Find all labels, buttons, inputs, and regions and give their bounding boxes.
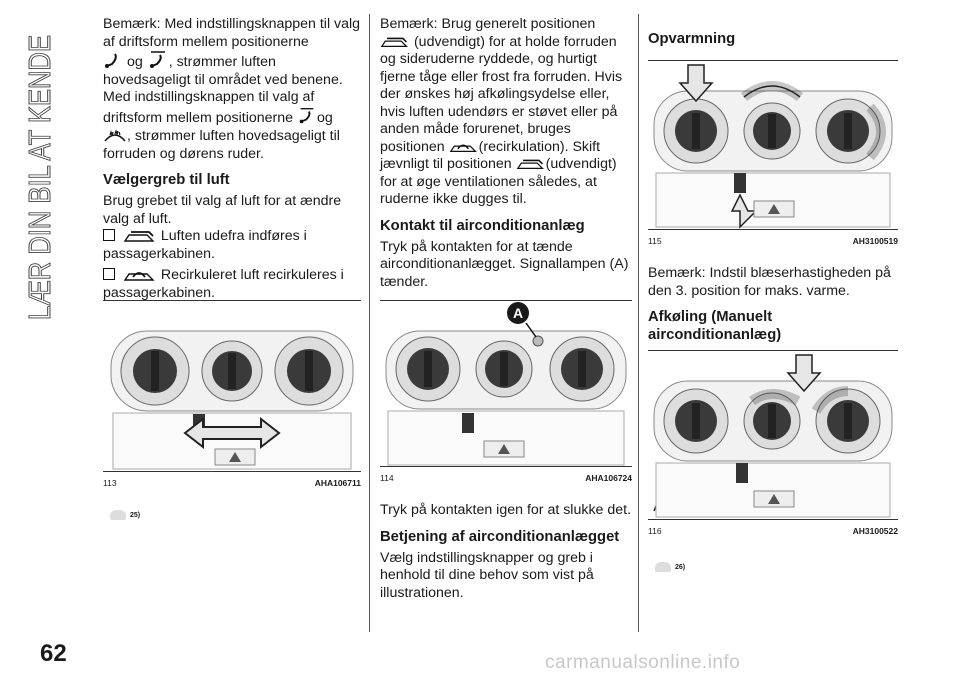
feet-vent-icon [105, 53, 117, 68]
figure-number: 115 [648, 236, 662, 246]
figure-code: AH3100522 [852, 526, 898, 536]
side-section-title: LÆR DIN BIL AT KENDE [18, 30, 62, 321]
section-heading: Afkøling (Manuelt airconditionanlæg) [648, 309, 782, 343]
warning-icon [110, 510, 126, 520]
callout-a: A [513, 305, 523, 321]
recirculation-icon [449, 143, 477, 152]
paragraph: Bemærk: Indstil blæserhastigheden på den… [648, 265, 891, 299]
paragraph: Tryk på kontakten igen for at slukke det… [380, 502, 632, 518]
figure-113: 113 AHA106711 [103, 300, 361, 488]
list-item: Recirkuleret luft recirkuleres i passage… [103, 267, 344, 301]
column-divider [638, 14, 639, 632]
feet-windshield-icon [299, 107, 314, 123]
section-heading: Vælgergreb til luft [103, 172, 230, 188]
warning-reference: 25) [110, 510, 140, 520]
column-3-middle: Bemærk: Indstil blæserhastigheden på den… [648, 265, 898, 344]
watermark: carmanualsonline.info [545, 652, 741, 673]
climate-panel-illustration [653, 354, 893, 518]
figure-116: 116 AH3100522 [648, 350, 898, 536]
paragraph: Tryk på kontakten for at tænde aircondit… [380, 238, 629, 290]
figure-number: 114 [380, 473, 394, 483]
column-2-lower: Tryk på kontakten igen for at slukke det… [380, 502, 635, 602]
checkbox-bullet-icon [103, 229, 115, 241]
outside-air-icon [516, 159, 544, 170]
warning-icon [655, 562, 671, 572]
note-paragraph: Bemærk: Med indstillingsknappen til valg… [103, 16, 361, 162]
paragraph: Vælg indstillingsknapper og greb i henho… [380, 549, 594, 601]
section-heading: Kontakt til airconditionanlæg [380, 217, 585, 234]
column-1: Bemærk: Med indstillingsknappen til valg… [103, 16, 361, 302]
section-heading: Betjening af airconditionanlægget [380, 528, 620, 545]
checkbox-bullet-icon [103, 268, 115, 280]
column-divider [369, 14, 370, 632]
list-item: Luften udefra indføres i passagerkabinen… [103, 228, 307, 262]
figure-code: AHA106724 [585, 473, 632, 483]
page-number: 62 [40, 640, 67, 667]
note-paragraph: Bemærk: Brug generelt positionen (udvend… [380, 16, 623, 207]
figure-115: 115 AH3100519 [648, 60, 898, 246]
paragraph: Brug grebet til valg af luft for at ændr… [103, 193, 342, 227]
feet-windshield-icon [149, 51, 165, 68]
climate-panel-illustration [653, 64, 893, 229]
figure-114: A 114 AHA106724 [380, 300, 632, 483]
outside-air-icon [123, 231, 155, 242]
defrost-icon [104, 129, 126, 142]
figure-number: 116 [648, 526, 662, 536]
section-heading: Opvarmning [648, 31, 736, 47]
outside-air-icon [380, 37, 408, 47]
climate-panel-illustration: A [385, 302, 627, 466]
side-title-text: LÆR DIN BIL AT KENDE [22, 35, 57, 320]
figure-code: AHA106711 [314, 478, 361, 488]
figure-number: 113 [103, 478, 117, 488]
column-2: Bemærk: Brug generelt positionen (udvend… [380, 16, 635, 291]
climate-panel-illustration [110, 330, 354, 470]
recirculation-icon [123, 272, 155, 281]
column-3: Opvarmning [648, 16, 898, 48]
figure-code: AH3100519 [852, 236, 898, 246]
warning-reference: 26) [655, 562, 685, 572]
